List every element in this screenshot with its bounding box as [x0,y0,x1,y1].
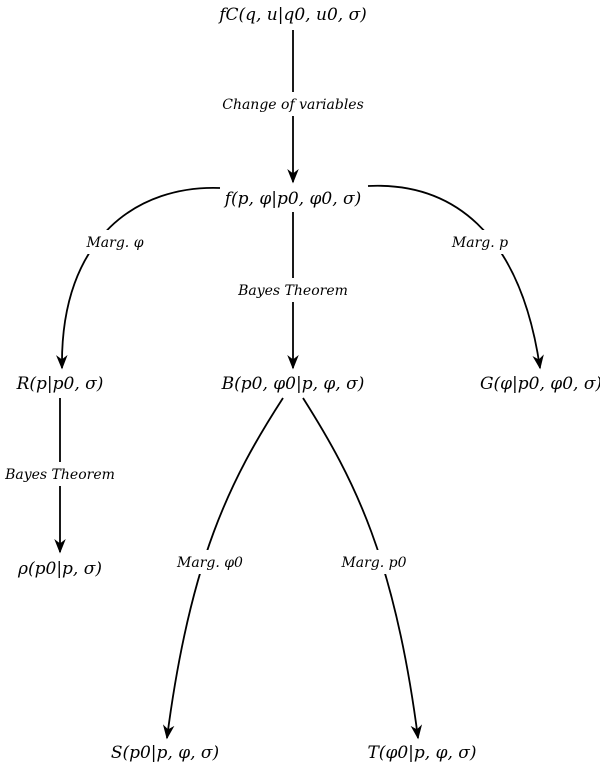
edge-label-marg-p: Marg. p [451,235,508,251]
node-f: f(p, φ|p0, φ0, σ) [223,189,362,209]
edge-label-marg-phi0: Marg. φ0 [176,555,243,571]
edge-b-to-t [302,397,423,740]
node-fc: fC(q, u|q0, u0, σ) [217,5,367,25]
edge-b-to-s [162,397,284,740]
node-b: B(p0, φ0|p, φ, σ) [221,374,365,394]
edge-label-marg-phi: Marg. φ [85,235,143,251]
edge-label-bayes-theorem-center: Bayes Theorem [237,283,348,299]
node-r: R(p|p0, σ) [16,374,104,394]
node-s: S(p0|p, φ, σ) [111,743,219,763]
edge-label-change-of-variables: Change of variables [222,97,364,113]
edge-label-bayes-theorem-left: Bayes Theorem [4,467,115,483]
edge-f-to-g [367,184,544,370]
node-rho: ρ(p0|p, σ) [17,559,102,579]
edge-f-to-r [56,187,221,370]
node-g: G(φ|p0, φ0, σ) [480,374,600,394]
node-t: T(φ0|p, φ, σ) [367,743,476,763]
edge-label-marg-p0: Marg. p0 [340,555,406,571]
